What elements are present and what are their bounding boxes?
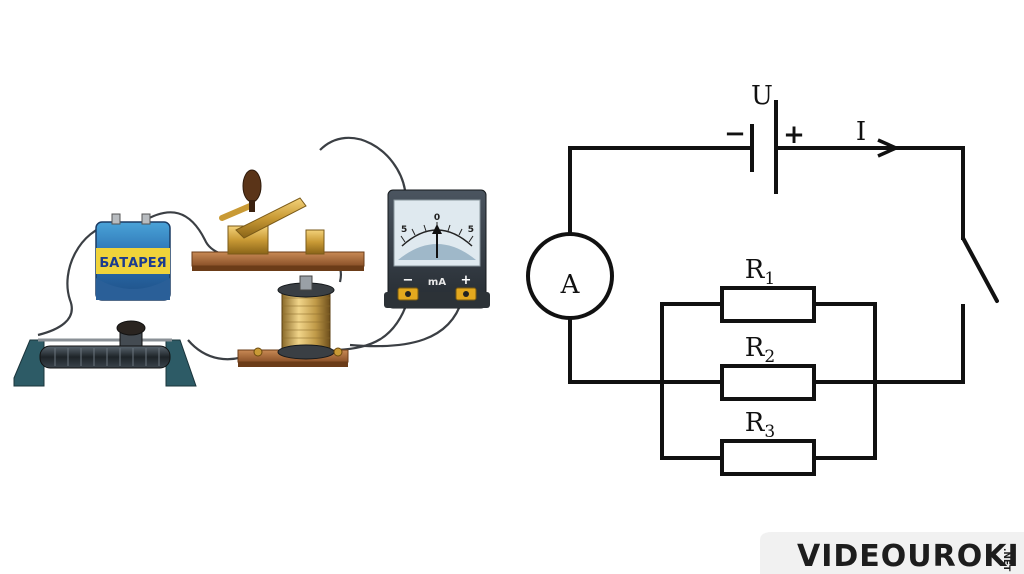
apparatus-illustration: БАТАРЕЯ [13,136,490,387]
resistor-r1-letter: R [745,255,766,285]
resistor-r1-index: 1 [764,269,775,289]
resistor-r2-index: 2 [764,347,775,367]
resistor-r3-index: 3 [764,422,775,442]
ammeter-symbol: A [526,232,614,320]
resistor-r2-letter: R [745,333,766,363]
coil-device [237,275,349,367]
svg-text:R1: R1 [745,255,775,289]
ammeter-label: A [560,270,581,300]
resistor-r3-letter: R [745,408,766,438]
resistor-r2: R2 [720,333,816,401]
watermark-text: VIDEOUROKI [797,539,1020,574]
wire-top-left [568,146,754,236]
knife-switch-device [191,169,365,271]
meter-minus-label: − [403,273,414,288]
wire-ammeter-lower [568,316,664,384]
rheostat-device [13,320,197,387]
svg-text:R3: R3 [745,408,775,442]
meter-plus-label: + [461,273,472,288]
wire-switch-lower [873,304,965,384]
svg-text:R2: R2 [745,333,775,367]
current-label: I [856,117,866,147]
meter-scale-zero: 0 [434,213,440,223]
meter-scale-left: 5 [401,225,407,235]
switch-blade [961,236,999,303]
resistor-r3: R3 [720,408,816,476]
battery-label: БАТАРЕЯ [99,256,166,271]
meter-unit-label: mA [428,277,446,288]
wire-top-right [774,146,965,240]
current-arrow [877,138,901,158]
milliammeter-device: 5 0 5 mA − + [384,189,490,309]
circuit-schematic: − + U I A R1 R2 [526,81,999,476]
watermark-suffix: .NET [1001,548,1011,572]
battery-device: БАТАРЕЯ [95,213,171,301]
battery-plus-sign: + [783,120,805,150]
resistor-r1: R1 [720,255,816,323]
watermark-logo: VIDEOUROKI .NET [760,532,1024,574]
voltage-label: U [751,81,773,111]
battery-minus-sign: − [724,119,746,149]
meter-scale-right: 5 [468,225,474,235]
battery-symbol: − + [724,100,805,194]
